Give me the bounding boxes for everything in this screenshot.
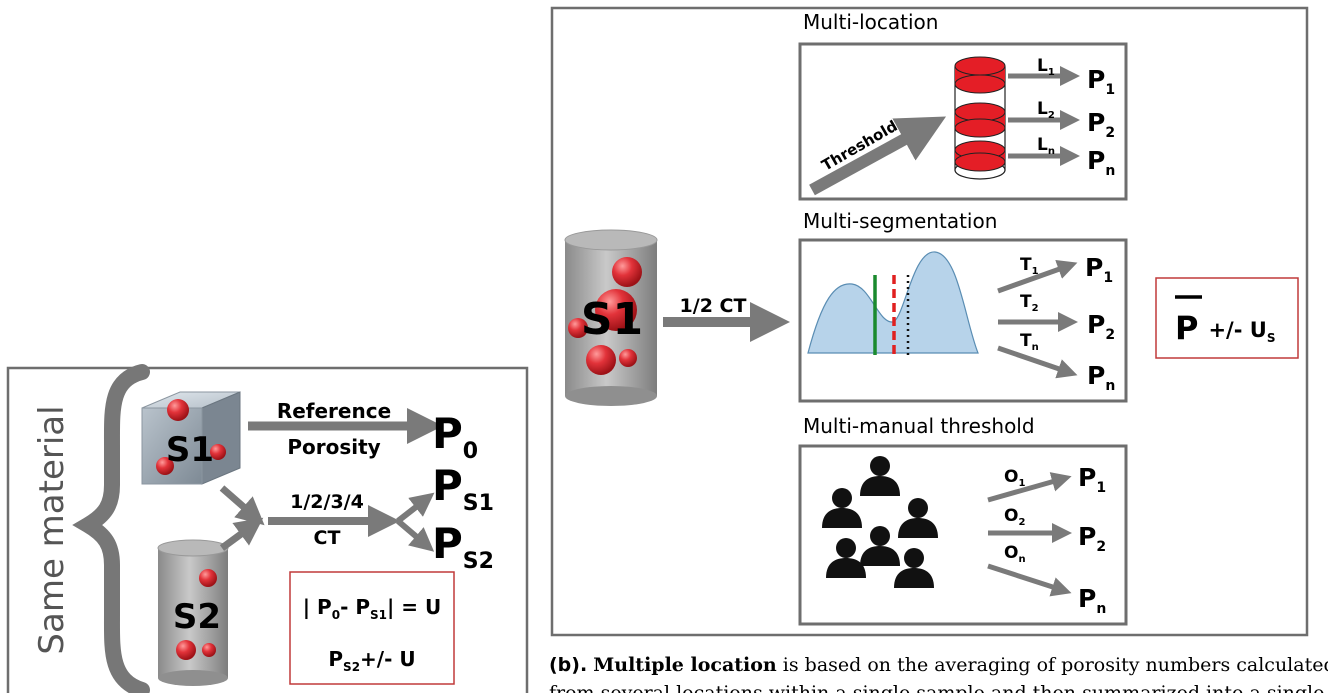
loc-p2: P2 bbox=[1087, 108, 1115, 141]
same-material-label: Same material bbox=[32, 405, 72, 654]
l2-label: L2 bbox=[1037, 99, 1055, 121]
ln-label: Ln bbox=[1037, 135, 1055, 157]
threshold-arrow bbox=[809, 116, 947, 196]
o2-label: O2 bbox=[1004, 506, 1025, 528]
result-label: P+/- US bbox=[1175, 309, 1275, 347]
right-panel: S1 1/2 CT Multi-location Threshold L1 L2… bbox=[550, 6, 1309, 637]
t1-arrow bbox=[997, 259, 1078, 294]
split-arrow-bottom bbox=[396, 518, 435, 552]
man-p1: P1 bbox=[1078, 463, 1106, 496]
multi-segmentation-box bbox=[798, 238, 1128, 403]
right-panel-border bbox=[550, 6, 1309, 637]
ct-text-1: 1/2/3/4 bbox=[290, 491, 364, 513]
formula-line-1: | P0- PS1| = U bbox=[303, 595, 441, 622]
left-panel-border bbox=[6, 366, 529, 693]
cylinder-left-label: S2 bbox=[173, 597, 221, 637]
ps1-label: PS1 bbox=[432, 461, 494, 516]
on-label: On bbox=[1004, 543, 1026, 565]
reference-text-2: Porosity bbox=[287, 435, 380, 459]
left-panel: Same material S1 S2 Refer bbox=[6, 364, 529, 693]
l1-label: L1 bbox=[1037, 56, 1055, 78]
ct-half-label: 1/2 CT bbox=[680, 295, 747, 317]
multi-segmentation-title: Multi-segmentation bbox=[803, 209, 997, 233]
man-pn: Pn bbox=[1078, 584, 1106, 617]
ct-text-2: CT bbox=[314, 527, 341, 549]
seg-pn: Pn bbox=[1087, 361, 1115, 394]
split-arrow-top bbox=[396, 492, 435, 524]
caption-rest: is based on the averaging of porosity nu… bbox=[782, 654, 1328, 676]
caption-bold: Multiple location bbox=[593, 654, 777, 676]
cube-to-ct-arrow bbox=[219, 485, 265, 526]
reference-text-1: Reference bbox=[277, 399, 391, 423]
p0-label: P0 bbox=[432, 409, 478, 464]
o1-label: O1 bbox=[1004, 467, 1025, 489]
caption-prefix: (b). bbox=[549, 654, 588, 676]
stacked-disks-icon bbox=[954, 56, 1006, 180]
cylinder-to-ct-arrow bbox=[219, 517, 264, 551]
figure-caption: (b). Multiple location is based on the a… bbox=[549, 651, 1328, 693]
caption-line-2: from several locations within a single s… bbox=[549, 682, 1328, 693]
left-curly-brace bbox=[72, 364, 150, 693]
cube-label: S1 bbox=[166, 430, 214, 470]
loc-p1: P1 bbox=[1087, 65, 1115, 98]
cube-sample: S1 bbox=[141, 391, 241, 485]
seg-p1: P1 bbox=[1085, 253, 1113, 286]
multi-manual-box bbox=[798, 444, 1128, 626]
cylinder-sample-left: S2 bbox=[157, 539, 229, 686]
t1-label: T1 bbox=[1020, 255, 1039, 277]
tn-label: Tn bbox=[1020, 331, 1039, 353]
man-p2: P2 bbox=[1078, 522, 1106, 555]
seg-p2: P2 bbox=[1087, 310, 1115, 343]
t2-label: T2 bbox=[1020, 292, 1039, 314]
tn-arrow bbox=[997, 345, 1078, 379]
formula-box bbox=[289, 571, 455, 685]
multi-location-title: Multi-location bbox=[803, 10, 938, 34]
on-arrow bbox=[987, 563, 1072, 597]
loc-pn: Pn bbox=[1087, 146, 1115, 179]
multi-manual-title: Multi-manual threshold bbox=[803, 414, 1035, 438]
cylinder-sample-right: S1 bbox=[564, 229, 658, 406]
histogram-icon bbox=[807, 251, 979, 355]
result-box bbox=[1155, 277, 1299, 359]
cylinder-right-label: S1 bbox=[581, 294, 643, 345]
ps2-label: PS2 bbox=[432, 519, 494, 574]
formula-line-2: PS2+/- U bbox=[328, 647, 415, 674]
multi-location-box bbox=[798, 42, 1128, 201]
people-group-icon bbox=[822, 456, 938, 588]
o1-arrow bbox=[987, 472, 1072, 503]
